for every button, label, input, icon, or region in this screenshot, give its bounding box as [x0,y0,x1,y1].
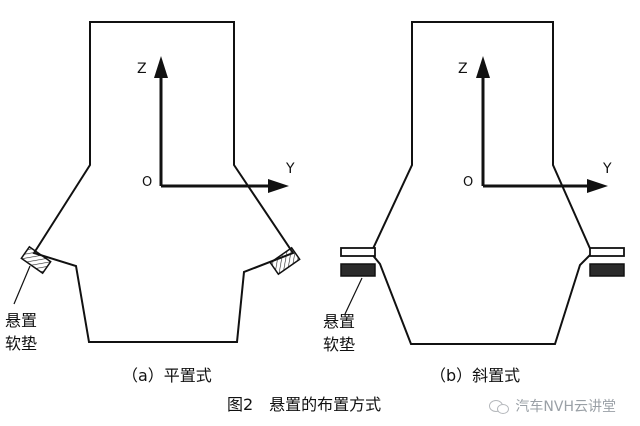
wechat-icon [489,399,510,414]
figure-caption: 图2 悬置的布置方式 [227,395,381,414]
panel-b-z-label: Z [458,61,468,77]
panel-b-left-bracket [340,247,376,257]
panel-b-origin-label: O [463,175,473,190]
panel-b-y-arrow-icon [587,179,608,193]
panel-b-y-label: Y [602,161,612,177]
panel-b-mount-leader-line [344,277,363,315]
panel-a-mount-label-line2: 软垫 [5,334,37,353]
watermark-text: 汽车NVH云讲堂 [515,399,616,415]
panel-b-mount-label-line1: 悬置 [323,312,355,331]
panel-a-caption: （a）平置式 [122,366,212,385]
panel-b-right-mount-pad [589,263,625,277]
watermark: 汽车NVH云讲堂 [489,396,616,416]
panel-a-y-arrow-icon [268,179,289,193]
panel-a-z-arrow-icon [154,56,168,78]
panel-a-engine-outline [32,21,295,343]
panel-b-engine-outline [369,21,594,345]
panel-b-inclined-mount: Z Y O 悬置 软垫 （b）斜置式 [323,21,625,385]
panel-a-mount-leader-line [13,265,31,305]
panel-a-flat-mount: Z Y O 悬置 软垫 （a）平置式 [5,21,301,385]
panel-b-right-bracket [589,247,625,257]
panel-b-caption: （b）斜置式 [430,366,520,385]
panel-a-y-label: Y [285,161,295,177]
panel-b-left-mount-pad [340,263,376,277]
panel-b-mount-label-line2: 软垫 [323,335,355,354]
panel-a-left-mount-pad [20,245,52,275]
panel-a-axes [154,56,289,193]
panel-a-right-mount-pad [269,246,301,276]
panel-a-z-label: Z [137,61,147,77]
panel-b-z-arrow-icon [476,56,490,78]
panel-b-axes [476,56,608,193]
panel-a-origin-label: O [142,175,152,190]
panel-a-mount-label-line1: 悬置 [5,311,37,330]
